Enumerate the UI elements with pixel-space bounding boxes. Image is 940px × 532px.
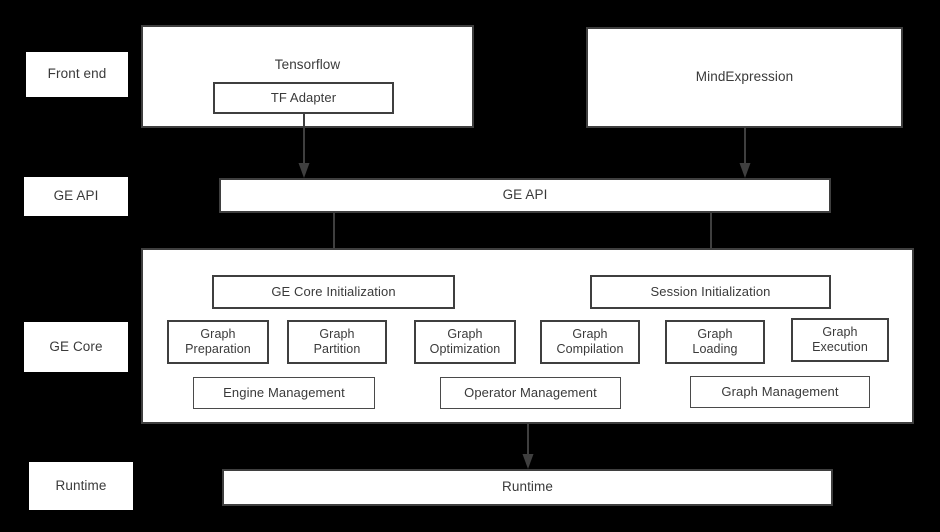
ge-api-bar[interactable]: GE API [219, 178, 831, 213]
session-initialization-label: Session Initialization [650, 284, 771, 300]
manager-label-engine-management: Engine Management [223, 385, 345, 401]
ge-core-initialization-box[interactable]: GE Core Initialization [212, 275, 455, 309]
manager-box-engine-management[interactable]: Engine Management [193, 377, 375, 409]
mindexpression-label: MindExpression [695, 69, 794, 85]
stage-label-graph-execution: Graph Execution [812, 325, 868, 354]
ge-api-bar-label: GE API [502, 187, 548, 203]
stage-box-graph-loading[interactable]: Graph Loading [665, 320, 765, 364]
stage-label-graph-preparation: Graph Preparation [185, 327, 251, 356]
stage-label-graph-compilation: Graph Compilation [556, 327, 624, 356]
layer-label-ge-api: GE API [24, 177, 128, 216]
connector-tf-adapter-to-ge-api [296, 113, 312, 179]
layer-label-front-end-text: Front end [47, 66, 107, 82]
layer-label-ge-core: GE Core [24, 322, 128, 372]
layer-label-ge-core-text: GE Core [49, 338, 103, 354]
stage-label-graph-loading: Graph Loading [692, 327, 738, 356]
manager-box-operator-management[interactable]: Operator Management [440, 377, 621, 409]
layer-label-ge-api-text: GE API [53, 188, 99, 204]
connector-ge-core-to-runtime [520, 424, 536, 470]
ge-core-initialization-label: GE Core Initialization [271, 284, 396, 300]
stage-box-graph-execution[interactable]: Graph Execution [791, 318, 889, 362]
runtime-bar[interactable]: Runtime [222, 469, 833, 506]
session-initialization-box[interactable]: Session Initialization [590, 275, 831, 309]
manager-label-operator-management: Operator Management [464, 385, 597, 401]
stage-box-graph-optimization[interactable]: Graph Optimization [414, 320, 516, 364]
tensorflow-label: Tensorflow [274, 57, 341, 72]
runtime-bar-label: Runtime [502, 479, 553, 495]
stage-box-graph-preparation[interactable]: Graph Preparation [167, 320, 269, 364]
layer-label-runtime: Runtime [29, 462, 133, 510]
manager-box-graph-management[interactable]: Graph Management [690, 376, 870, 408]
stage-label-graph-partition: Graph Partition [313, 327, 361, 356]
stage-label-graph-optimization: Graph Optimization [429, 327, 501, 356]
tf-adapter-label: TF Adapter [270, 90, 337, 106]
stage-box-graph-compilation[interactable]: Graph Compilation [540, 320, 640, 364]
layer-label-front-end: Front end [26, 52, 128, 97]
manager-label-graph-management: Graph Management [721, 384, 839, 400]
mindexpression-container: MindExpression [586, 27, 903, 128]
tf-adapter-box[interactable]: TF Adapter [213, 82, 394, 114]
layer-label-runtime-text: Runtime [55, 477, 107, 493]
stage-box-graph-partition[interactable]: Graph Partition [287, 320, 387, 364]
connector-mindexpression-to-ge-api [737, 128, 753, 179]
